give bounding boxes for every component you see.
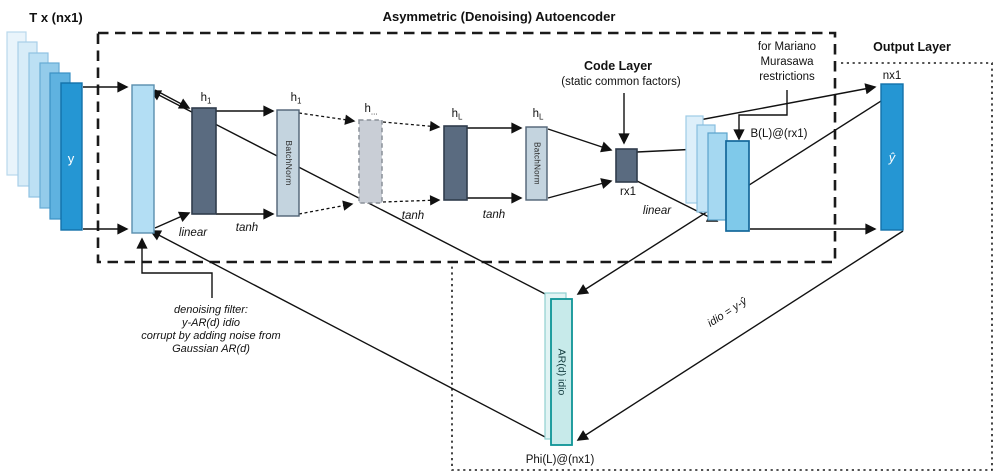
ar-idio-label: AR(d) idio <box>556 349 568 396</box>
hmid-to-hL-top-arrow <box>382 121 441 132</box>
ar-idio-bar <box>550 298 573 446</box>
code-layer-heading: Code Layer <box>584 59 652 73</box>
denoising-note: denoising filter: y-AR(d) idio corrupt b… <box>141 304 280 355</box>
code-to-decoder-bottom-arrow <box>636 180 719 222</box>
h-middle-label: h... <box>364 103 377 117</box>
denoising-note-line: Gaussian AR(d) <box>172 343 250 355</box>
output-vector-bar <box>880 83 904 231</box>
activation-tanh-1: tanh <box>236 222 258 234</box>
h1-bn-label: h1 <box>291 92 302 106</box>
batchnorm-2-label: BatchNorm <box>532 142 541 185</box>
idio-equation-label: idio = y-ŷ <box>706 295 751 330</box>
noise-to-input-top-line <box>149 90 550 297</box>
denoising-note-line: y-AR(d) idio <box>181 317 240 329</box>
noise-to-input-bottom-line <box>149 230 548 439</box>
restriction-note-line: restrictions <box>759 71 815 83</box>
code-dim-label: rx1 <box>620 186 636 198</box>
input-stack: y <box>6 31 83 231</box>
restrictions-note: for Mariano Murasawa restrictions <box>758 41 816 83</box>
batchnorm-1-label: BatchNorm <box>284 140 294 185</box>
hL-bn-label: hL <box>533 108 544 122</box>
bn-to-hmid-bottom-arrow <box>298 200 354 215</box>
activation-linear-2: linear <box>643 205 672 217</box>
activation-tanh-2: tanh <box>402 210 424 222</box>
b-poly-label: B(L)@(rx1) <box>750 128 807 140</box>
batchnorm-layer-1 <box>276 109 300 217</box>
phi-label: Phi(L)@(nx1) <box>526 454 595 466</box>
denoising-note-line: corrupt by adding noise from <box>141 330 280 342</box>
autoencoder-dashed-box <box>96 31 837 264</box>
bn-to-hmid-top-arrow <box>298 112 356 125</box>
denoising-dotted-box <box>451 62 993 471</box>
bn2-to-code-bottom-arrow <box>547 178 613 199</box>
output-dim-label: nx1 <box>883 70 902 82</box>
h1-label: h1 <box>201 92 212 106</box>
hidden-layer-hL <box>443 125 468 201</box>
batchnorm-layer-2 <box>525 126 548 201</box>
input-layer-bar <box>131 84 155 234</box>
activation-tanh-3: tanh <box>483 209 505 221</box>
restriction-note-line: for Mariano <box>758 41 816 53</box>
hidden-layers-middle <box>358 119 383 204</box>
denoising-note-elbow-arrow <box>136 237 213 298</box>
activation-linear-1: linear <box>179 227 208 239</box>
input-vector-label: y <box>68 151 75 166</box>
hL-label: hL <box>452 108 463 122</box>
idio-line <box>576 230 904 441</box>
hmid-to-hL-bottom-arrow <box>382 195 441 206</box>
input-vector-y <box>60 82 83 231</box>
input-to-h1-top-arrow <box>154 89 191 109</box>
bn2-to-code-top-arrow <box>547 128 613 153</box>
code-layer-subheading: (static common factors) <box>561 76 681 88</box>
output-layer-heading: Output Layer <box>873 40 951 54</box>
decoder-lag-layer <box>707 132 728 221</box>
diagram-title: Asymmetric (Denoising) Autoencoder <box>383 9 616 24</box>
restriction-note-line: Murasawa <box>760 56 814 68</box>
decoder-stack <box>685 115 750 232</box>
decoder-front-layer <box>725 140 750 232</box>
restrictions-elbow-arrow <box>733 90 788 141</box>
code-layer-bar <box>615 148 638 183</box>
decoder-stack-to-output-arrow <box>693 83 877 122</box>
input-to-h1-bottom-arrow <box>154 211 191 229</box>
hidden-layer-h1 <box>191 107 217 215</box>
input-dims-label: T x (nx1) <box>29 10 82 25</box>
denoising-note-line: denoising filter: <box>174 304 248 316</box>
output-vector-label: ŷ <box>888 151 896 165</box>
